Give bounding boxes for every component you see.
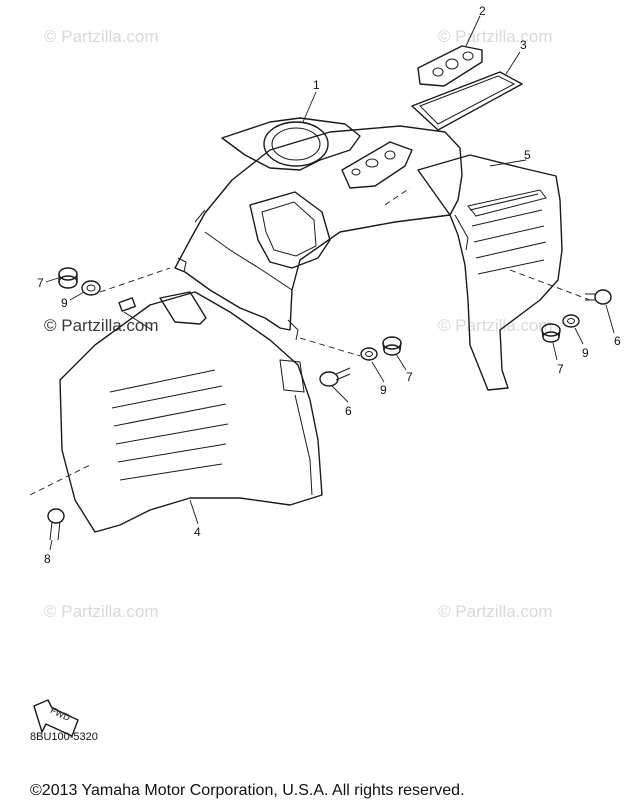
bolt-bottom-left: [47, 508, 65, 541]
bolt-left: [118, 297, 153, 331]
washer-center: [360, 347, 378, 361]
diagram-code: 8BU100-5320: [30, 731, 98, 743]
watermark: © Partzilla.com: [438, 602, 553, 621]
callout-7-center: 7: [406, 370, 413, 384]
collar-right: [541, 323, 561, 343]
callout-3: 3: [520, 38, 527, 52]
watermark: © Partzilla.com: [44, 316, 159, 335]
watermark: © Partzilla.com: [44, 27, 159, 46]
callout-8: 8: [44, 552, 51, 566]
callout-1: 1: [313, 78, 320, 92]
callout-4: 4: [194, 525, 201, 539]
washer-left: [81, 280, 101, 296]
fwd-arrow-icon: [33, 699, 79, 737]
watermark: © Partzilla.com: [438, 27, 553, 46]
collar-left: [58, 267, 78, 289]
washer-right: [562, 314, 580, 328]
bolt-center: [319, 367, 351, 387]
callout-5: 5: [524, 148, 531, 162]
front-cover-part: [174, 117, 469, 341]
callout-9-left: 9: [61, 296, 68, 310]
left-panel-part: [59, 291, 323, 533]
callout-7-right: 7: [557, 362, 564, 376]
assembly-lines: [29, 187, 591, 496]
copyright-notice: ©2013 Yamaha Motor Corporation, U.S.A. A…: [30, 782, 465, 799]
bolt-right: [585, 289, 612, 305]
collar-center: [382, 336, 402, 356]
gasket-part: [411, 71, 523, 131]
right-panel-part: [417, 154, 563, 391]
leader-lines: [45, 15, 615, 551]
callout-6-center: 6: [345, 404, 352, 418]
watermark: © Partzilla.com: [438, 316, 553, 335]
callout-6-right: 6: [614, 334, 621, 348]
watermark: © Partzilla.com: [44, 602, 159, 621]
callout-9-center: 9: [380, 383, 387, 397]
callout-2: 2: [479, 4, 486, 18]
callout-9-right: 9: [582, 346, 589, 360]
callout-7-left: 7: [37, 276, 44, 290]
bezel-part: [417, 45, 483, 87]
